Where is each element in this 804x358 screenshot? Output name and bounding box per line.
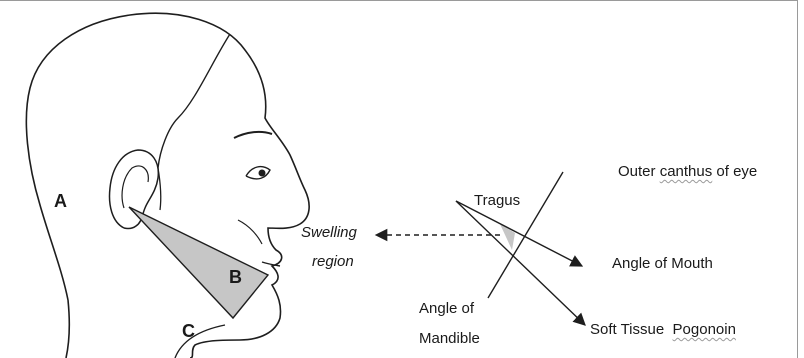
angle-of-mouth-label: Angle of Mouth xyxy=(612,256,713,271)
eye-outline xyxy=(246,167,270,179)
tragus-mouth-arrow xyxy=(456,201,582,266)
cheek-line xyxy=(238,220,262,244)
swelling-label-line2: region xyxy=(312,254,354,269)
soft-tissue-word: Pogonoin xyxy=(673,321,736,338)
outer-canthus-prefix: Outer xyxy=(618,163,660,180)
swelling-label-line1: Swelling xyxy=(301,225,357,240)
ear-inner xyxy=(122,166,148,208)
soft-tissue-pogonion-label: Soft Tissue Pogonoin xyxy=(590,322,736,337)
ear-outline xyxy=(110,150,159,229)
region-a-label: A xyxy=(54,192,67,210)
outer-canthus-label: Outer canthus of eye xyxy=(618,164,757,179)
region-b-label: B xyxy=(229,268,242,286)
outer-canthus-word: canthus xyxy=(660,163,713,180)
swelling-triangle-b xyxy=(129,207,268,318)
angle-of-mandible-label-line2: Mandible xyxy=(419,331,480,346)
eyebrow xyxy=(234,132,272,138)
tragus-label: Tragus xyxy=(474,193,520,208)
region-c-label: C xyxy=(182,322,195,340)
neck-back-outline xyxy=(66,300,69,358)
eye-pupil xyxy=(259,170,266,177)
hairline xyxy=(158,34,230,168)
soft-tissue-prefix: Soft Tissue xyxy=(590,321,673,338)
frame-right-edge xyxy=(797,0,804,358)
tragus-pogonion-arrow xyxy=(456,201,585,325)
outer-canthus-suffix: of eye xyxy=(712,163,757,180)
angle-of-mandible-label-line1: Angle of xyxy=(419,301,474,316)
